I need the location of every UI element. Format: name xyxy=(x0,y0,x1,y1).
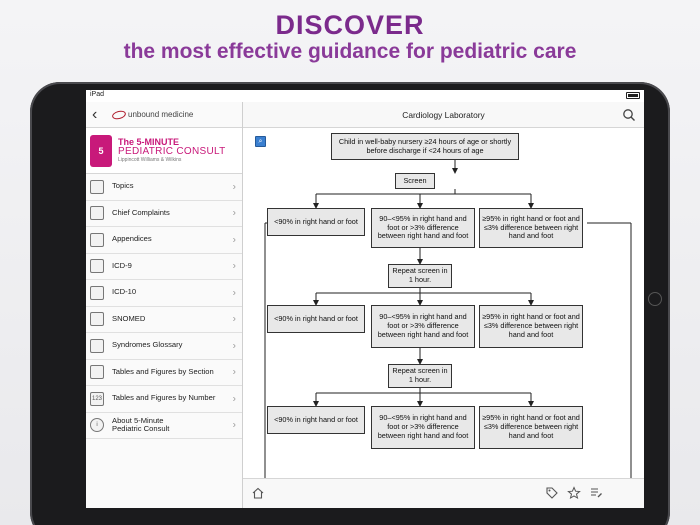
sidebar-item-label: ICD-10 xyxy=(112,287,137,297)
flowchart-connectors xyxy=(264,160,632,478)
sidebar-item-label: Appendices xyxy=(112,234,152,244)
chevron-right-icon: › xyxy=(232,419,236,431)
chevron-right-icon: › xyxy=(232,393,236,405)
flow-box-low: <90% in right hand or foot xyxy=(267,208,365,236)
sidebar-item-icd-10[interactable]: ICD-10 › xyxy=(86,280,242,307)
sidebar-item-label: Tables and Figures by Number xyxy=(112,393,216,403)
sidebar-item-label: Chief Complaints xyxy=(112,207,170,217)
sidebar-item-appendices[interactable]: Appendices › xyxy=(86,227,242,254)
logo-text: unbound medicine xyxy=(128,110,194,119)
chevron-right-icon: › xyxy=(232,313,236,325)
flow-repeat-box-2: Repeat screen in 1 hour. xyxy=(388,364,452,388)
main-panel: Cardiology Laboratory ⌕ xyxy=(243,102,644,508)
number-icon: 123 xyxy=(90,391,104,406)
status-bar: iPad xyxy=(86,90,644,102)
book-title: The 5-MINUTE PEDIATRIC CONSULT Lippincot… xyxy=(118,138,226,163)
book-header: 5 The 5-MINUTE PEDIATRIC CONSULT Lippinc… xyxy=(86,128,242,174)
sidebar: ‹ unbound medicine 5 The 5-MINUTE PEDIAT… xyxy=(86,102,243,508)
sidebar-item-label: SNOMED xyxy=(112,313,146,323)
code-book-icon xyxy=(90,285,104,300)
sidebar-item-label: Tables and Figures by Section xyxy=(112,366,214,376)
flow-screen-box: Screen xyxy=(395,173,435,189)
chevron-right-icon: › xyxy=(232,287,236,299)
unbound-medicine-logo: unbound medicine xyxy=(111,108,194,121)
chevron-right-icon: › xyxy=(232,260,236,272)
main-nav-bar: Cardiology Laboratory xyxy=(243,102,644,128)
book-title-line2: PEDIATRIC CONSULT xyxy=(118,146,226,157)
sidebar-item-topics[interactable]: Topics › xyxy=(86,174,242,201)
speech-bubble-icon xyxy=(90,206,104,221)
flow-box-high-2: ≥95% in right hand or foot and ≤3% diffe… xyxy=(479,305,583,348)
chevron-right-icon: › xyxy=(232,340,236,352)
plus-icon xyxy=(90,232,104,247)
flow-start-box: Child in well-baby nursery ≥24 hours of … xyxy=(331,133,519,160)
book-cover-icon: 5 xyxy=(90,134,112,167)
zoom-image-icon[interactable]: ⌕ xyxy=(255,136,266,147)
glossary-icon xyxy=(90,338,104,353)
sidebar-item-label: Topics xyxy=(112,181,134,191)
flow-box-low-2: <90% in right hand or foot xyxy=(267,305,365,333)
flow-box-high-3: ≥95% in right hand or foot and ≤3% diffe… xyxy=(479,406,583,449)
logo-ring-icon xyxy=(111,108,127,121)
book-title-line1: The 5-MINUTE xyxy=(118,137,180,147)
sidebar-item-tables-and-figures-by-number[interactable]: 123 Tables and Figures by Number › xyxy=(86,386,242,413)
book-publisher: Lippincott Williams & Wilkins xyxy=(118,157,182,163)
info-icon: i xyxy=(90,418,104,433)
flow-box-mid-2: 90–<95% in right hand and foot or >3% di… xyxy=(371,305,475,348)
sidebar-menu: Topics›Chief Complaints›Appendices›ICD-9… xyxy=(86,174,242,439)
list-icon xyxy=(90,179,104,194)
flow-box-high: ≥95% in right hand or foot and ≤3% diffe… xyxy=(479,208,583,248)
home-icon[interactable] xyxy=(251,486,265,500)
sidebar-item-label: About 5-Minute Pediatric Consult xyxy=(112,415,170,434)
chevron-right-icon: › xyxy=(232,181,236,193)
flow-repeat-box-1: Repeat screen in 1 hour. xyxy=(388,264,452,288)
banner-subline: the most effective guidance for pediatri… xyxy=(123,40,577,63)
sidebar-item-tables-and-figures-by-section[interactable]: Tables and Figures by Section › xyxy=(86,360,242,386)
code-book-icon xyxy=(90,259,104,274)
flow-box-mid-3: 90–<95% in right hand and foot or >3% di… xyxy=(371,406,475,449)
flow-box-mid: 90–<95% in right hand and foot or >3% di… xyxy=(371,208,475,248)
chevron-right-icon: › xyxy=(232,207,236,219)
book-icon-text: 5 xyxy=(98,145,104,156)
ipad-frame: iPad ‹ unbound medicine 5 The 5-MINUTE P… xyxy=(30,82,670,525)
home-button[interactable] xyxy=(648,292,662,306)
bottom-toolbar xyxy=(243,478,644,508)
flow-box-low-3: <90% in right hand or foot xyxy=(267,406,365,434)
tables-icon xyxy=(90,365,104,380)
ipad-screen: iPad ‹ unbound medicine 5 The 5-MINUTE P… xyxy=(86,90,644,508)
sidebar-item-syndromes-glossary[interactable]: Syndromes Glossary › xyxy=(86,333,242,360)
back-chevron-icon[interactable]: ‹ xyxy=(92,105,98,123)
flowchart-content: ⌕ xyxy=(243,128,644,478)
battery-icon xyxy=(626,92,640,99)
banner-headline: DISCOVER xyxy=(275,10,425,40)
tag-icon[interactable] xyxy=(545,486,559,500)
sidebar-item-label: ICD-9 xyxy=(112,260,132,270)
sidebar-item-about-5-minute-pediatric-consult[interactable]: i About 5-Minute Pediatric Consult › xyxy=(86,413,242,439)
code-book-icon xyxy=(90,312,104,327)
device-label: iPad xyxy=(90,91,105,98)
chevron-right-icon: › xyxy=(232,366,236,378)
notes-icon[interactable] xyxy=(589,486,603,500)
page-title: Cardiology Laboratory xyxy=(402,109,485,120)
star-icon[interactable] xyxy=(567,486,581,500)
sidebar-item-icd-9[interactable]: ICD-9 › xyxy=(86,254,242,280)
chevron-right-icon: › xyxy=(232,234,236,246)
sidebar-item-chief-complaints[interactable]: Chief Complaints › xyxy=(86,201,242,227)
sidebar-item-snomed[interactable]: SNOMED › xyxy=(86,307,242,333)
sidebar-nav-bar: ‹ unbound medicine xyxy=(86,102,242,128)
search-icon[interactable] xyxy=(622,108,636,122)
sidebar-item-label: Syndromes Glossary xyxy=(112,340,183,350)
